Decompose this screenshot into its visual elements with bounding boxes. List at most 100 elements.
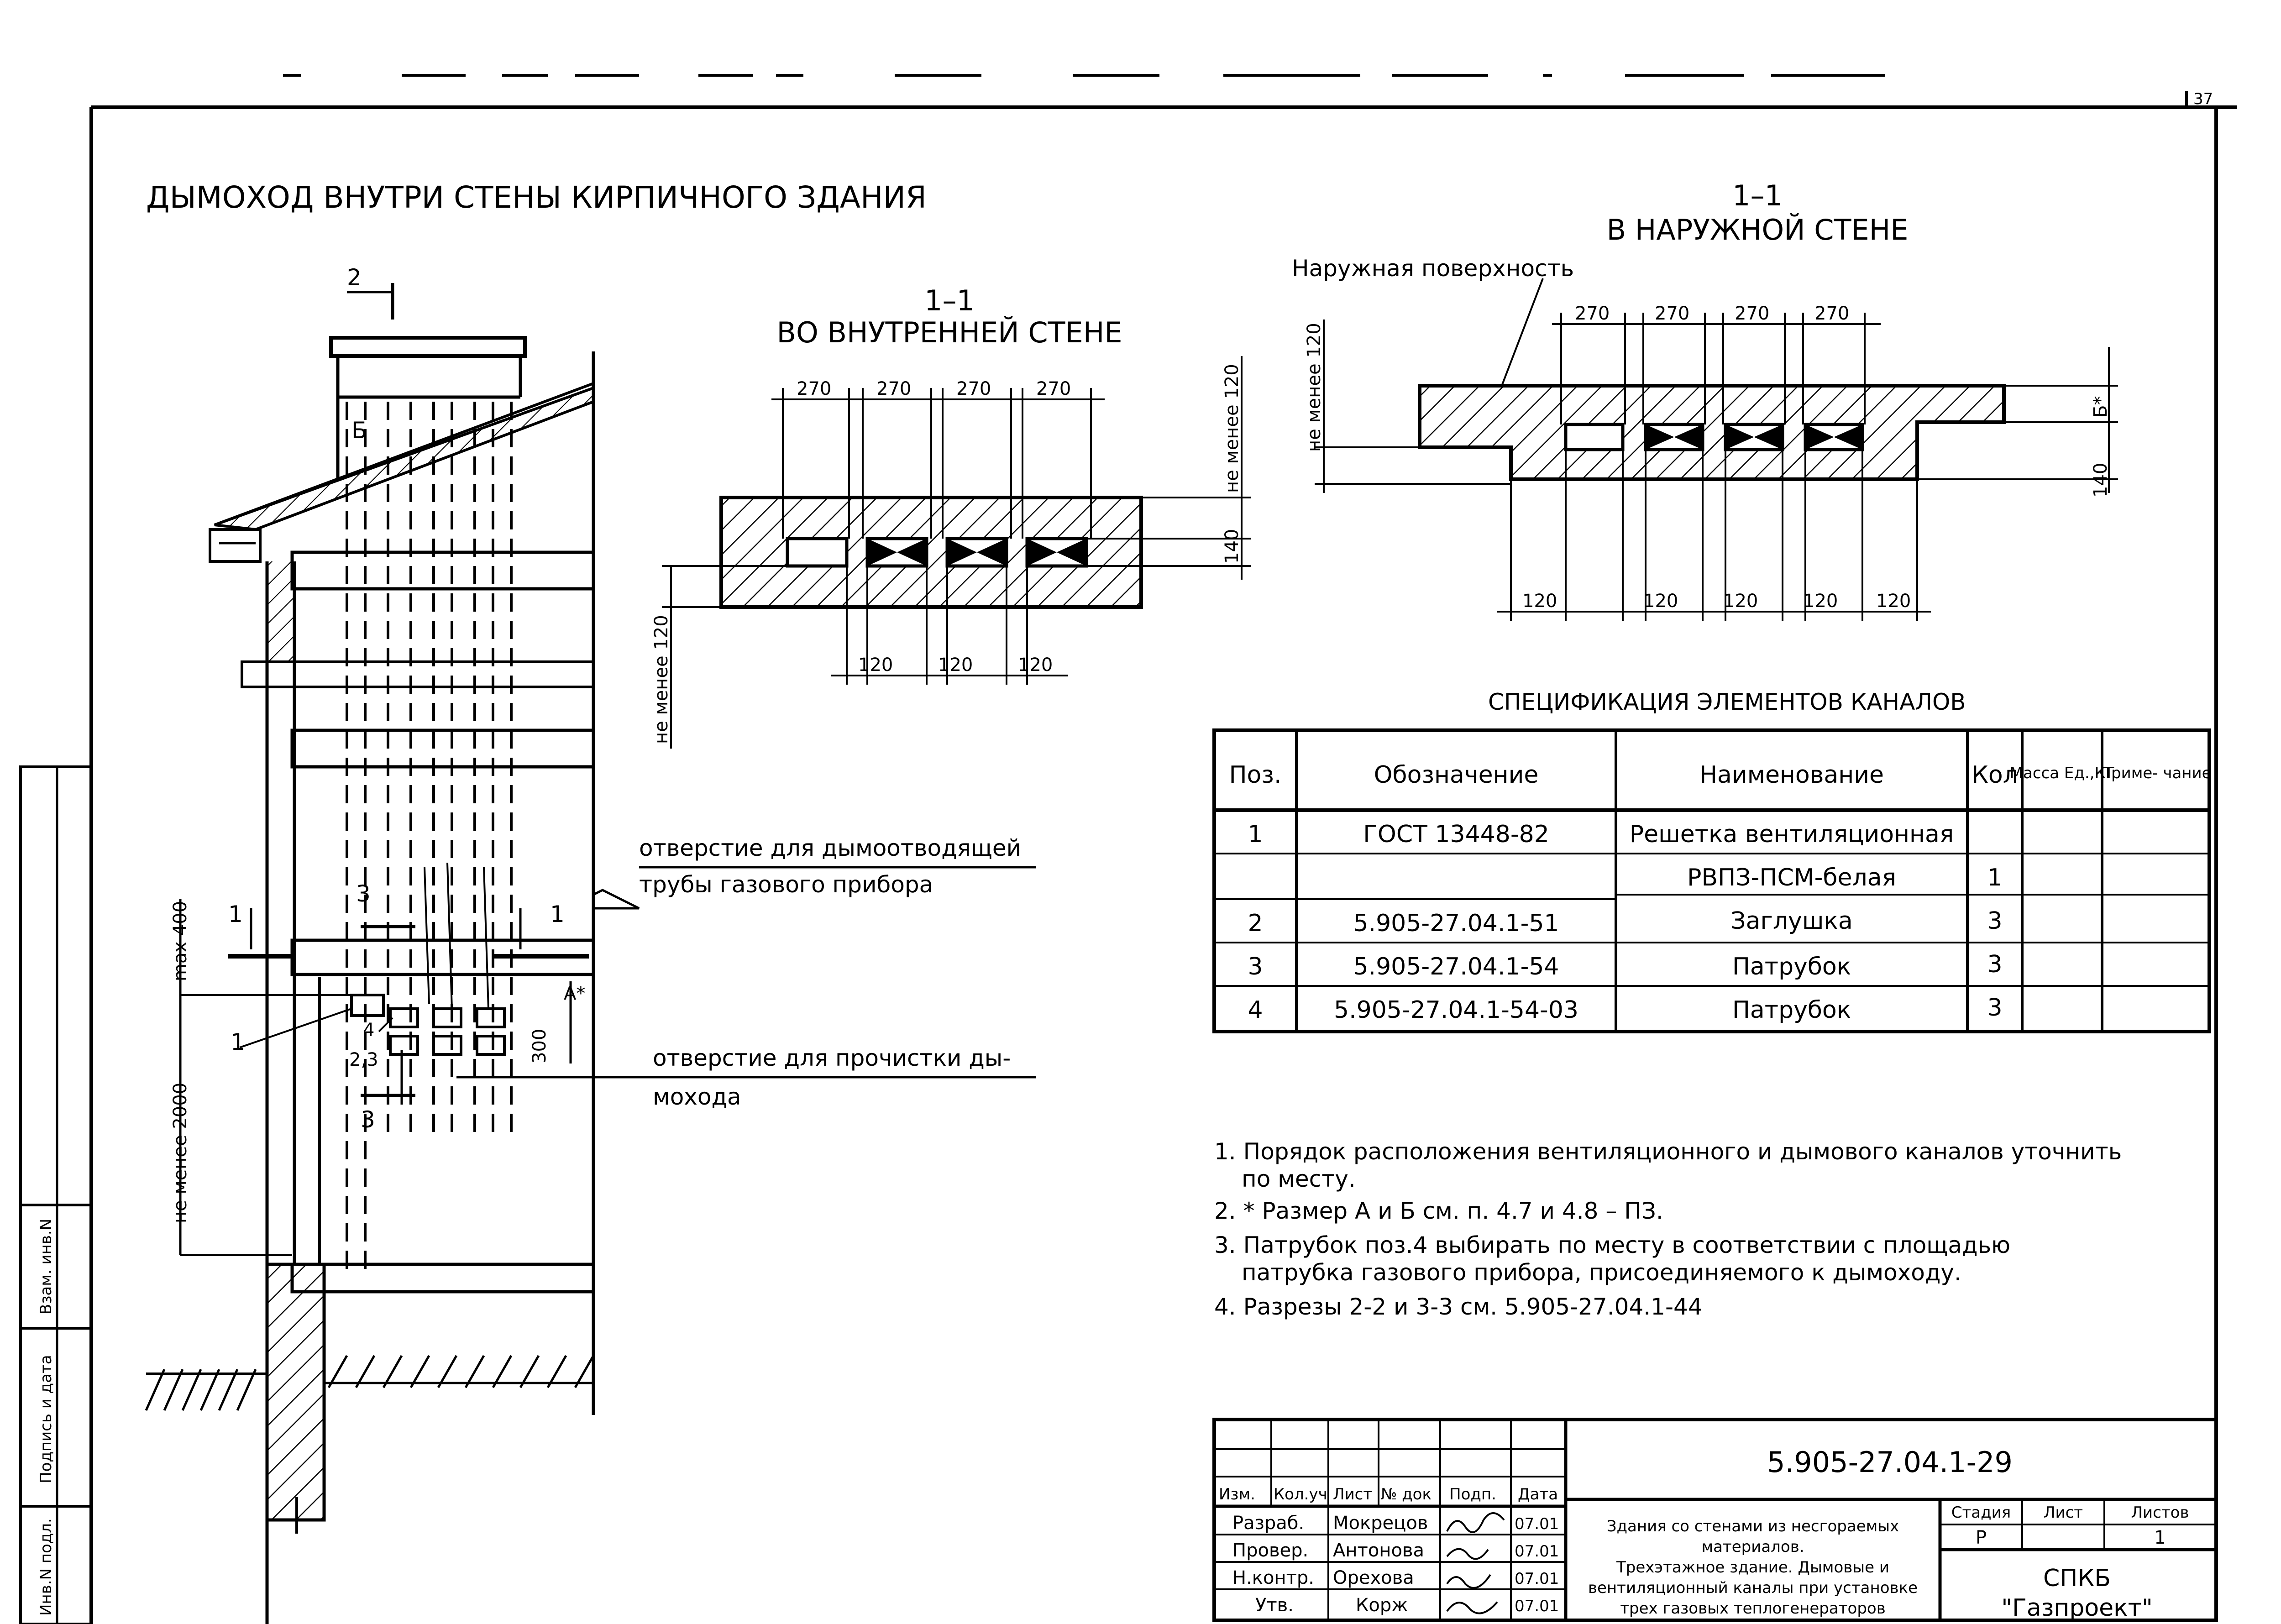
stamp-h-doc: № док: [1381, 1485, 1432, 1504]
inner-dim-bottom-1: 120: [858, 655, 893, 676]
inner-dim-bottom-3: 120: [1018, 655, 1053, 676]
outer-section-label: 1–1: [1732, 179, 1783, 212]
outer-dim-bottom-4: 120: [1803, 591, 1838, 612]
cut-1-right-label: 1: [550, 901, 565, 927]
side-stamp-replace: Взам. инв.N: [37, 1219, 55, 1315]
inner-dim-right-1: не менее 120: [1222, 364, 1243, 493]
stamp-stage-label: Стадия: [1951, 1504, 2011, 1522]
dim-b-label: Б: [351, 417, 367, 444]
spec-r3-pos: 2: [1248, 910, 1263, 937]
label-clean-line1: отверстие для прочистки ды-: [653, 1045, 1011, 1071]
spec-r2-qty: 1: [1987, 864, 2002, 891]
title-block: [1212, 1418, 2218, 1622]
inner-dim-bottom-2: 120: [938, 655, 973, 676]
dim-max-400: max 400: [170, 901, 191, 981]
main-title: ДЫМОХОД ВНУТРИ СТЕНЫ КИРПИЧНОГО ЗДАНИЯ: [146, 180, 927, 215]
inner-dim-top-4: 270: [1036, 378, 1071, 399]
stamp-org-1: СПКБ: [2043, 1565, 2111, 1592]
side-stamp-sign: Подпись и дата: [37, 1355, 55, 1483]
dim-min-2000: не менее 2000: [170, 1083, 191, 1223]
note-3: 3. Патрубок поз.4 выбирать по месту в со…: [1214, 1232, 2010, 1258]
note-3-cont: патрубка газового прибора, присоединяемо…: [1242, 1259, 1961, 1286]
stamp-desc-5: трех газовых теплогенераторов: [1620, 1599, 1886, 1618]
stamp-date-1: 07.01: [1515, 1515, 1559, 1533]
spec-header-designation: Обозначение: [1374, 761, 1539, 789]
stamp-role-3: Н.контр.: [1232, 1567, 1314, 1588]
inner-dim-top-1: 270: [797, 378, 831, 399]
inner-dim-right-2: 140: [1222, 529, 1243, 564]
dim-a-label: А*: [564, 983, 585, 1004]
spec-header-name: Наименование: [1699, 761, 1884, 789]
spec-r1-name: Решетка вентиляционная: [1630, 821, 1954, 848]
spec-r5-qty: 3: [1987, 994, 2002, 1022]
inner-wall-section: [662, 356, 1251, 749]
outer-section-title: В НАРУЖНОЙ СТЕНЕ: [1607, 213, 1909, 246]
outer-dim-top-2: 270: [1655, 303, 1689, 324]
spec-r3-name: Заглушка: [1730, 907, 1852, 935]
cut-2-label: 2: [347, 264, 362, 291]
note-2: 2. * Размер А и Б см. п. 4.7 и 4.8 – ПЗ.: [1214, 1198, 1663, 1224]
stamp-sheets-value: 1: [2154, 1527, 2166, 1548]
spec-r1-designation: ГОСТ 13448-82: [1363, 821, 1549, 848]
label-flue-line2: трубы газового прибора: [639, 871, 933, 898]
spec-r2-name: РВПЗ-ПСМ-белая: [1687, 864, 1896, 891]
stamp-sheet-label: Лист: [2044, 1504, 2083, 1522]
spec-header-note: Приме- чание: [2099, 764, 2211, 782]
spec-r4-qty: 3: [1987, 951, 2002, 978]
stamp-h-date: Дата: [1518, 1485, 1558, 1504]
spec-r1-pos: 1: [1248, 821, 1263, 848]
stamp-name-3: Орехова: [1333, 1567, 1414, 1588]
stamp-desc-2: материалов.: [1701, 1538, 1804, 1556]
inner-dim-top-2: 270: [876, 378, 911, 399]
stamp-name-4: Корж: [1356, 1595, 1408, 1616]
elevation-drawing: [145, 283, 1036, 1624]
stamp-desc-1: Здания со стенами из несгораемых: [1607, 1517, 1899, 1535]
outer-dim-bottom-5: 120: [1876, 591, 1911, 612]
label-clean-line2: мохода: [653, 1084, 741, 1110]
spec-r4-designation: 5.905-27.04.1-54: [1353, 953, 1559, 980]
outer-dim-top-3: 270: [1735, 303, 1769, 324]
spec-header-pos: Поз.: [1229, 761, 1281, 789]
outer-dim-right-1: Б*: [2090, 396, 2111, 418]
cut-1-left-label: 1: [228, 901, 243, 927]
outer-dim-top-1: 270: [1575, 303, 1610, 324]
side-stamp-inv: Инв.N подл.: [37, 1518, 55, 1616]
stamp-h-izm: Изм.: [1219, 1485, 1255, 1504]
spec-header-mass: Масса Ед.,КГ: [2010, 764, 2115, 782]
stamp-date-4: 07.01: [1515, 1597, 1559, 1615]
dim-300: 300: [529, 1029, 550, 1063]
inner-section-title: ВО ВНУТРЕННЕЙ СТЕНЕ: [776, 316, 1122, 349]
outer-dim-bottom-2: 120: [1643, 591, 1678, 612]
inner-dim-left: не менее 120: [651, 615, 672, 744]
stamp-h-list: Лист: [1333, 1485, 1372, 1504]
inner-section-label: 1–1: [924, 284, 975, 317]
inner-dim-top-3: 270: [956, 378, 991, 399]
drawing-frame: [89, 74, 2237, 1624]
spec-r5-designation: 5.905-27.04.1-54-03: [1334, 996, 1578, 1024]
outer-dim-left: не менее 120: [1304, 323, 1325, 452]
label-flue-line1: отверстие для дымоотводящей: [639, 835, 1021, 861]
cut-3-bottom-label: 3: [361, 1106, 375, 1133]
stamp-name-1: Мокрецов: [1333, 1513, 1428, 1534]
stamp-role-2: Провер.: [1232, 1540, 1308, 1561]
outer-surface-label: Наружная поверхность: [1292, 255, 1574, 282]
stamp-role-1: Разраб.: [1232, 1513, 1304, 1534]
spec-r3-qty: 3: [1987, 907, 2002, 935]
spec-table: [1212, 728, 2211, 1033]
pos-4-label: 4: [363, 1020, 374, 1041]
stamp-org-2: "Газпроект": [2001, 1594, 2153, 1622]
stamp-sheets-label: Листов: [2131, 1504, 2189, 1522]
note-1: 1. Порядок расположения вентиляционного …: [1214, 1138, 2122, 1165]
stamp-h-kol: Кол.уч: [1274, 1485, 1327, 1504]
note-4: 4. Разрезы 2-2 и 3-3 см. 5.905-27.04.1-4…: [1214, 1294, 1703, 1320]
note-1-cont: по месту.: [1242, 1166, 1356, 1192]
spec-r5-name: Патрубок: [1732, 996, 1851, 1024]
stamp-date-2: 07.01: [1515, 1542, 1559, 1561]
pos-1-label: 1: [231, 1029, 245, 1055]
stamp-date-3: 07.01: [1515, 1570, 1559, 1588]
outer-dim-right-2: 140: [2090, 463, 2111, 498]
stamp-role-4: Утв.: [1255, 1595, 1294, 1616]
spec-r5-pos: 4: [1248, 996, 1263, 1024]
stamp-code: 5.905-27.04.1-29: [1767, 1446, 2013, 1479]
